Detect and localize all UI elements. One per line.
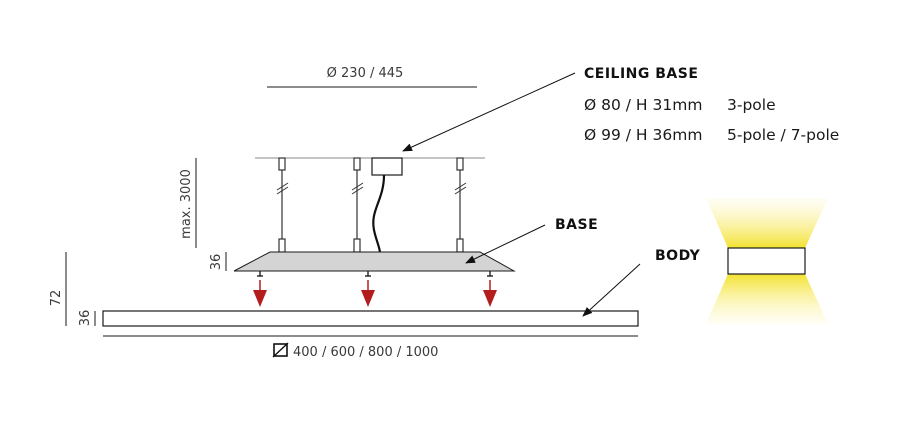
downlight-glow [706,274,828,324]
light-distribution-illustration [706,198,828,324]
body-label: BODY [655,248,701,264]
cable-break-marks [276,182,467,195]
power-cable [372,174,386,254]
base-plate [233,251,516,272]
square-dimension-icon [272,342,289,358]
canopy-dimension-text: Ø 230 / 445 [327,66,404,81]
spec-row-2-poles: 5-pole / 7-pole [727,126,839,144]
spec-row-1-poles: 3-pole [727,96,776,114]
body-leader [582,263,641,317]
mounting-arrows [253,280,497,307]
suspension-cables [278,157,464,253]
base-height-text: 36 [209,254,224,271]
base-pins [257,271,493,277]
body-length-text: 400 / 600 / 800 / 1000 [293,345,438,360]
uplight-glow [706,198,828,248]
body-height-text: 36 [78,310,93,327]
base-label: BASE [555,217,598,233]
ceiling-base-box [371,157,403,176]
total-height-text: 72 [49,290,64,307]
body-rect [102,310,639,327]
luminaire-body-rect [727,247,806,275]
base-leader [465,224,546,264]
ceiling-base-label: CEILING BASE [584,66,698,82]
ceiling-base-leader [402,72,576,152]
suspension-dimension-text: max. 3000 [179,169,194,239]
spec-row-1-size: Ø 80 / H 31mm [584,96,702,114]
spec-row-2-size: Ø 99 / H 36mm [584,126,702,144]
